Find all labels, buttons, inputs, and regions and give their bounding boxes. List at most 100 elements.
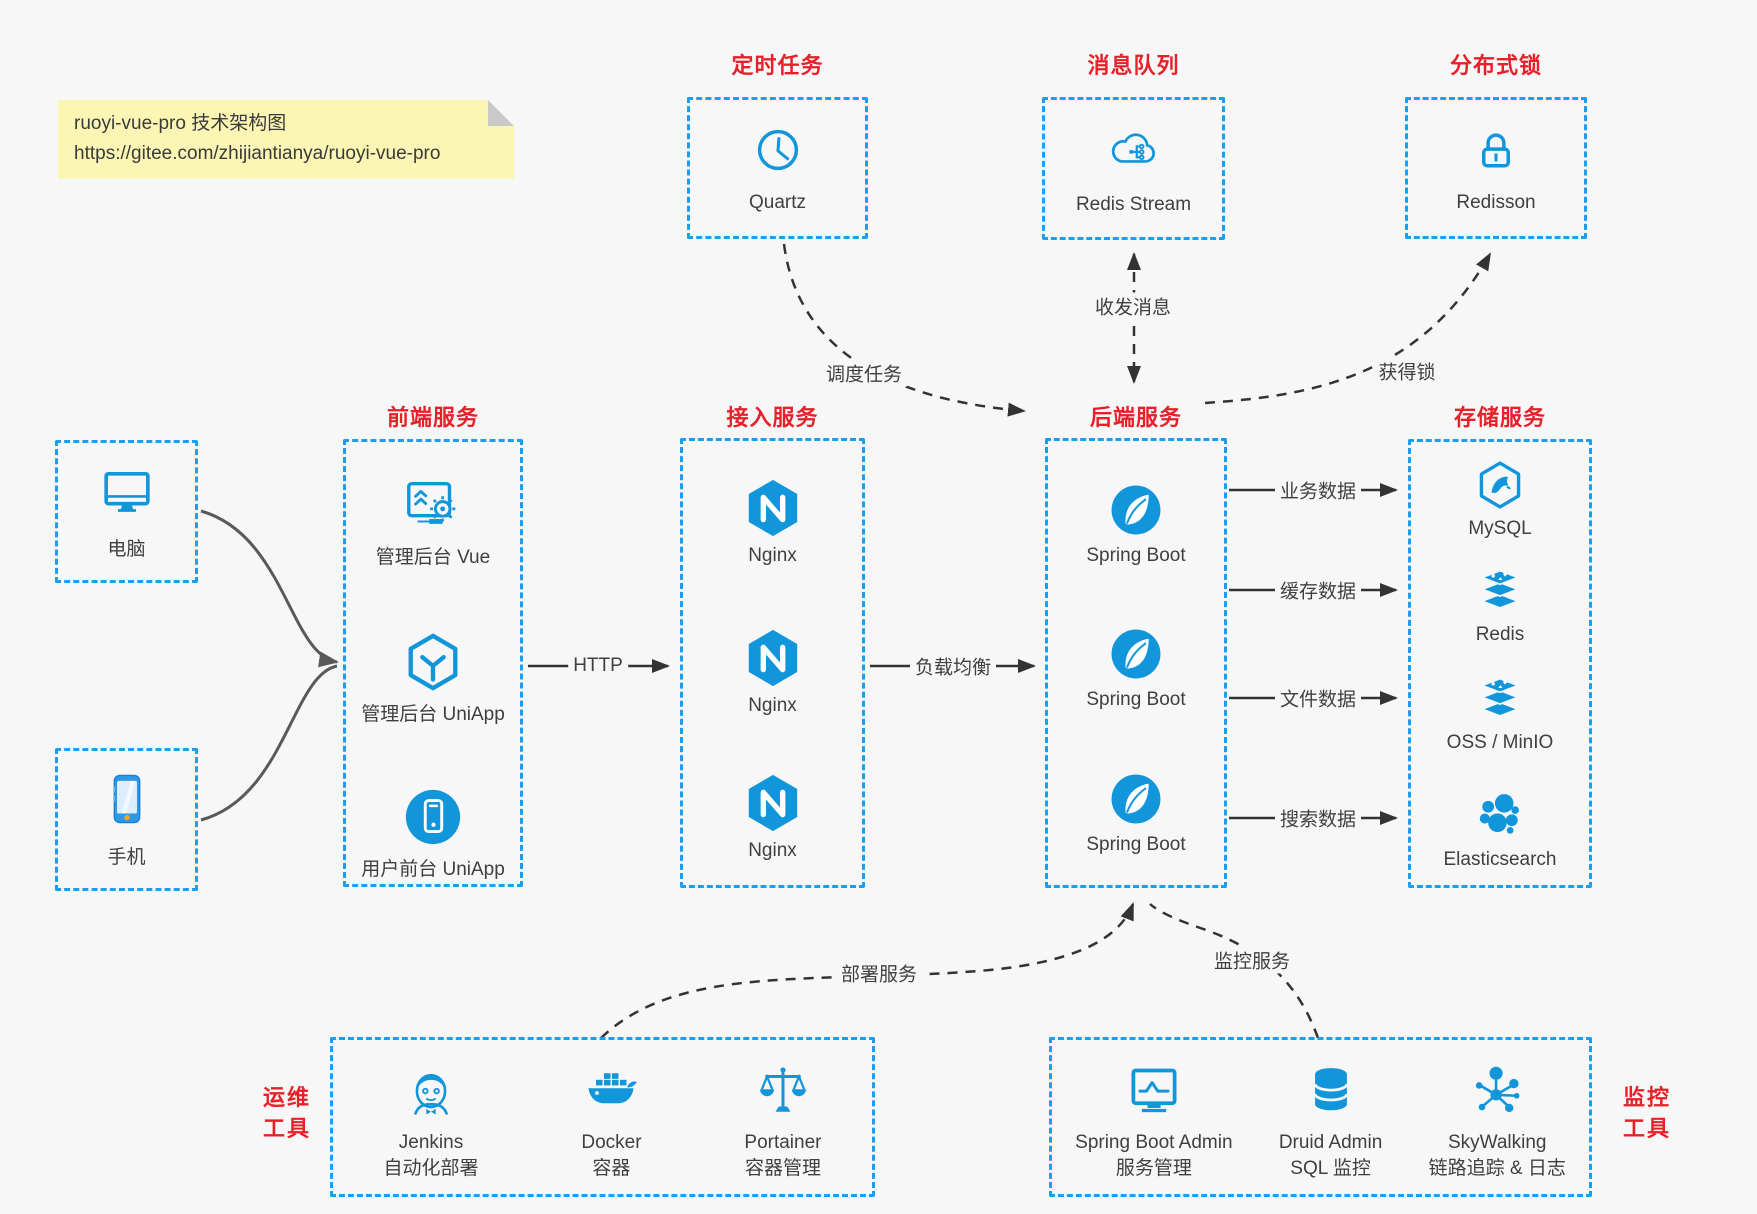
edge-label-cache-data: 缓存数据 <box>1274 576 1362 604</box>
monitor-chart-icon <box>1124 1062 1184 1122</box>
sticky-note: ruoyi-vue-pro 技术架构图 https://gitee.com/zh… <box>58 100 514 179</box>
tool-item: Portainer 容器管理 <box>744 1062 822 1182</box>
service-label: Spring Boot <box>1086 834 1186 855</box>
edge-label-schedule-task: 调度任务 <box>820 359 908 387</box>
ops-items-row: Jenkins 自动化部署 Docker 容器 <box>333 1062 872 1182</box>
edge-acquire-lock <box>1204 252 1492 405</box>
box-redis-stream: Redis Stream <box>1042 97 1225 240</box>
edge-label-deploy: 部署服务 <box>835 959 923 987</box>
monitor-items-row: Spring Boot Admin 服务管理 Druid Admin SQL 监… <box>1052 1062 1589 1182</box>
service-label: Redisson <box>1456 192 1536 213</box>
jenkins-icon <box>401 1062 461 1122</box>
tool-item: Docker 容器 <box>579 1062 643 1182</box>
service-label: Redis Stream <box>1075 193 1192 215</box>
tool-name: Jenkins <box>398 1132 464 1153</box>
title-storage: 存储服务 <box>1453 405 1546 430</box>
tool-name: Docker <box>581 1132 642 1153</box>
edge-label-load-balance: 负载均衡 <box>909 652 997 680</box>
client-label: 电脑 <box>107 539 146 560</box>
redis-stack-icon <box>1473 564 1527 618</box>
edge-label-http: HTTP <box>568 655 628 677</box>
service-label: Elasticsearch <box>1443 849 1557 870</box>
title-gateway: 接入服务 <box>726 405 819 430</box>
tool-item: Druid Admin SQL 监控 <box>1278 1062 1383 1182</box>
lock-icon <box>1468 122 1524 178</box>
edge-label-file-data: 文件数据 <box>1274 684 1362 712</box>
service-label: Nginx <box>748 840 797 861</box>
box-frontend: 管理后台 Vue 管理后台 UniApp 用户前台 UniApp <box>343 439 523 887</box>
service-label: 用户前台 UniApp <box>361 859 505 880</box>
box-storage: MySQL Redis <box>1408 439 1592 888</box>
service-item: Spring Boot <box>1048 625 1224 711</box>
service-label: Spring Boot <box>1086 545 1186 566</box>
service-item: Nginx <box>683 477 862 567</box>
docker-whale-icon <box>579 1062 643 1122</box>
note-fold-corner <box>488 100 514 126</box>
box-phone: 手机 <box>55 748 198 891</box>
service-label: 管理后台 Vue <box>375 547 491 568</box>
tool-desc: 链路追踪 & 日志 <box>1428 1158 1566 1179</box>
box-computer: 电脑 <box>55 440 198 583</box>
service-item: 用户前台 UniApp <box>346 786 520 881</box>
tool-item: Jenkins 自动化部署 <box>383 1062 478 1182</box>
tool-item: SkyWalking 链路追踪 & 日志 <box>1429 1062 1566 1182</box>
box-redisson: Redisson <box>1405 97 1587 239</box>
title-monitor-tools: 监控 工具 <box>1622 1085 1671 1141</box>
tool-name: Druid Admin <box>1278 1132 1383 1153</box>
tool-name: Spring Boot Admin <box>1075 1132 1233 1153</box>
service-item: Redis <box>1411 564 1589 646</box>
service-item: Spring Boot <box>1048 481 1224 567</box>
tool-item: Spring Boot Admin 服务管理 <box>1075 1062 1233 1182</box>
title-distributed-lock: 分布式锁 <box>1449 53 1542 78</box>
elasticsearch-icon <box>1473 789 1527 843</box>
box-gateway: Nginx Nginx Nginx <box>680 438 865 888</box>
title-frontend: 前端服务 <box>386 405 479 430</box>
title-backend: 后端服务 <box>1089 405 1182 430</box>
edge-label-acquire-lock: 获得锁 <box>1373 357 1441 385</box>
uniapp-hexagon-icon <box>402 631 464 693</box>
scales-icon <box>753 1062 813 1122</box>
cloud-stream-icon <box>1105 122 1163 180</box>
client-label: 手机 <box>107 847 146 868</box>
tool-desc: 自动化部署 <box>383 1158 479 1179</box>
service-item: Nginx <box>683 772 862 862</box>
spring-boot-icon <box>1107 481 1165 539</box>
tool-name: SkyWalking <box>1447 1132 1547 1153</box>
service-label: MySQL <box>1468 518 1532 539</box>
mysql-icon <box>1473 458 1527 512</box>
box-monitor-tools: Spring Boot Admin 服务管理 Druid Admin SQL 监… <box>1049 1037 1592 1197</box>
service-item: Spring Boot <box>1048 770 1224 856</box>
box-backend: Spring Boot Spring Boot Spring Boot <box>1045 438 1227 888</box>
user-app-icon <box>402 786 464 848</box>
nginx-icon <box>742 627 804 689</box>
service-item: Elasticsearch <box>1411 789 1589 871</box>
edge-label-monitor: 监控服务 <box>1208 946 1296 974</box>
title-scheduled-task: 定时任务 <box>731 53 824 78</box>
service-label: Spring Boot <box>1086 689 1186 710</box>
service-item: 管理后台 Vue <box>346 474 520 569</box>
service-label: OSS / MinIO <box>1446 732 1554 753</box>
edge-label-message: 收发消息 <box>1089 292 1177 320</box>
network-nodes-icon <box>1467 1062 1527 1122</box>
service-label: Nginx <box>748 545 797 566</box>
service-item: Nginx <box>683 627 862 717</box>
service-label: 管理后台 UniApp <box>361 704 505 725</box>
nginx-icon <box>742 772 804 834</box>
tool-desc: 服务管理 <box>1115 1158 1192 1179</box>
tool-desc: 容器 <box>592 1158 631 1179</box>
spring-boot-icon <box>1107 770 1165 828</box>
admin-vue-icon <box>402 474 464 536</box>
phone-icon <box>98 770 156 828</box>
note-url: https://gitee.com/zhijiantianya/ruoyi-vu… <box>74 143 441 165</box>
clock-icon <box>750 122 806 178</box>
service-label: Nginx <box>748 695 797 716</box>
storage-stack-icon <box>1473 672 1527 726</box>
service-label: Redis <box>1475 624 1525 645</box>
nginx-icon <box>742 477 804 539</box>
database-icon <box>1301 1062 1361 1122</box>
tool-name: Portainer <box>744 1132 822 1153</box>
service-item: 管理后台 UniApp <box>346 631 520 726</box>
title-ops-tools: 运维 工具 <box>262 1085 311 1141</box>
service-item: OSS / MinIO <box>1411 672 1589 754</box>
